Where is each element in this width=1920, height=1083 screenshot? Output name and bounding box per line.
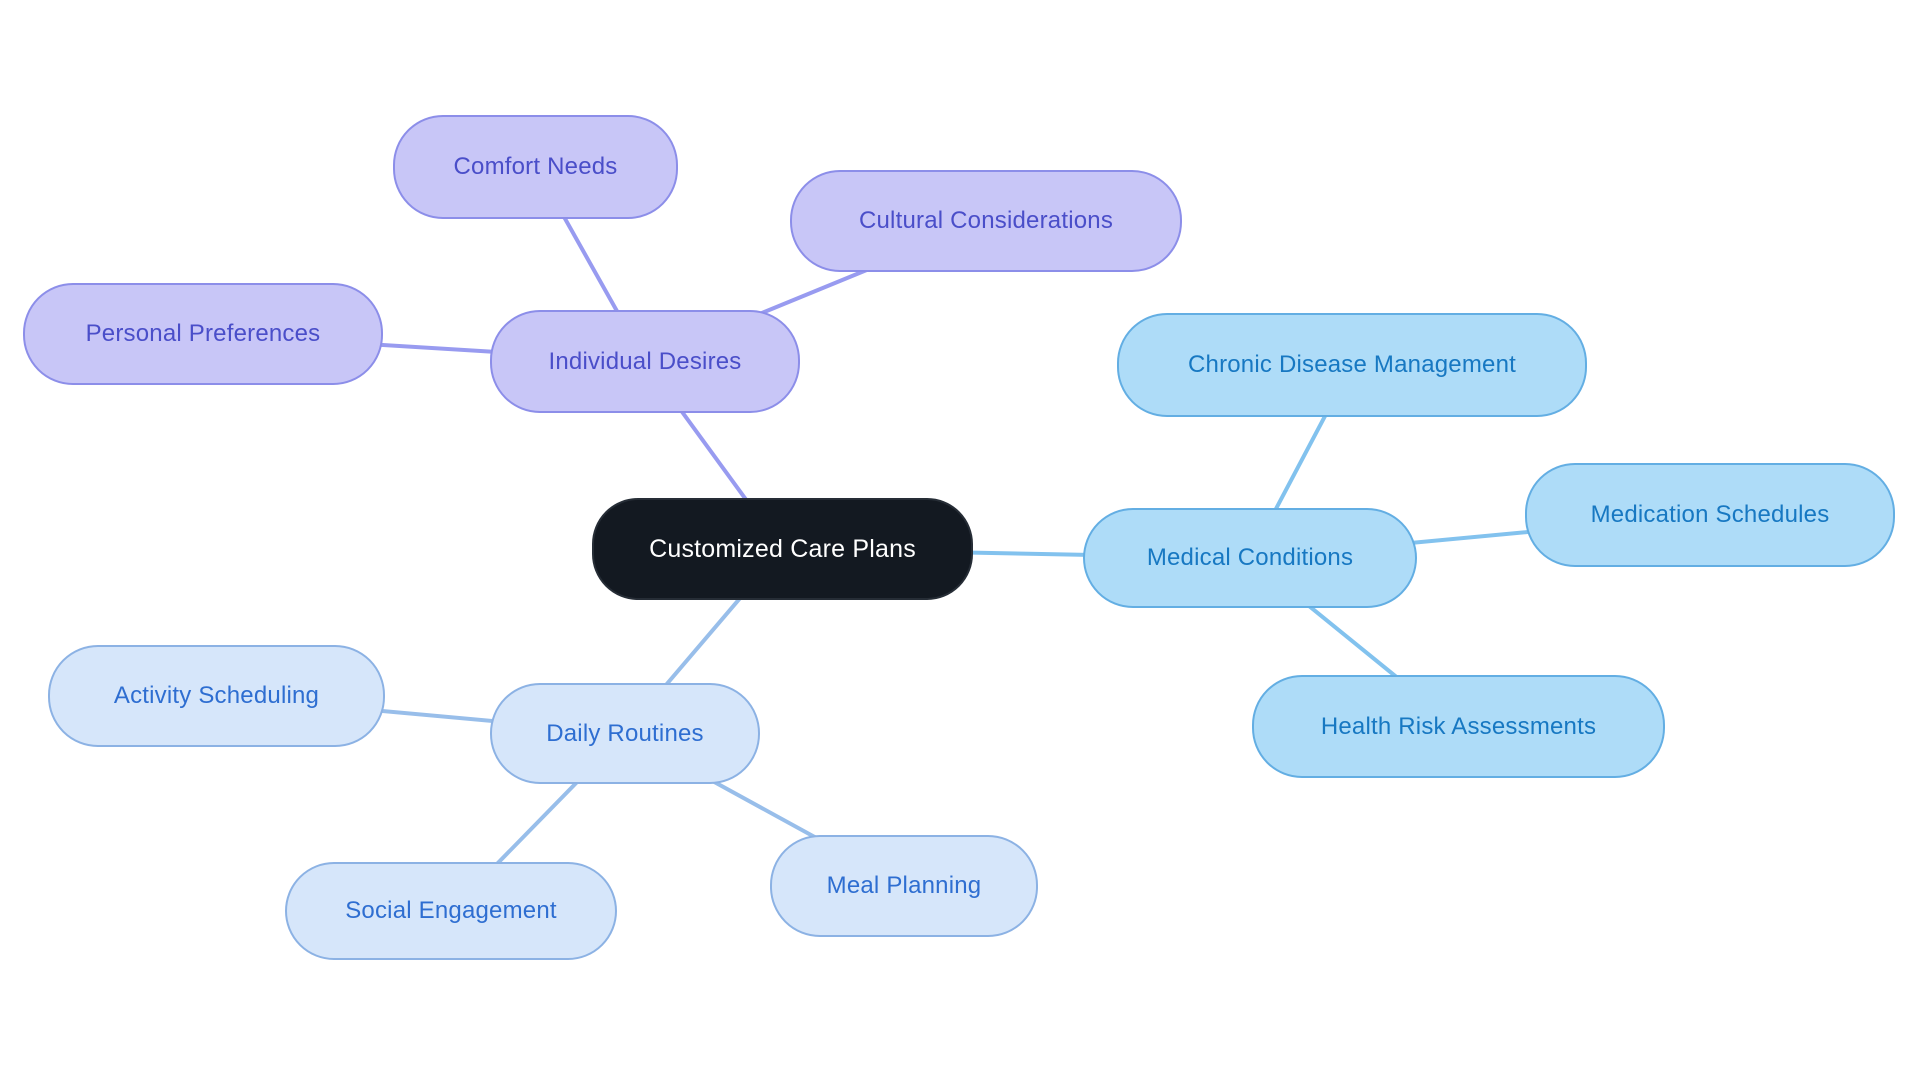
node-meal-planning[interactable]: Meal Planning	[770, 835, 1038, 937]
node-medical-conditions[interactable]: Medical Conditions	[1083, 508, 1417, 608]
node-individual-desires[interactable]: Individual Desires	[490, 310, 800, 413]
node-label: Activity Scheduling	[113, 682, 320, 709]
node-customized-care-plans[interactable]: Customized Care Plans	[592, 498, 973, 600]
node-comfort-needs[interactable]: Comfort Needs	[393, 115, 678, 219]
node-label: Health Risk Assessments	[1320, 712, 1597, 740]
node-label: Medication Schedules	[1590, 501, 1830, 528]
node-label: Daily Routines	[546, 719, 704, 747]
node-daily-routines[interactable]: Daily Routines	[490, 683, 760, 784]
node-label: Medical Conditions	[1146, 544, 1354, 571]
node-label: Chronic Disease Management	[1187, 351, 1517, 378]
node-label: Cultural Considerations	[858, 207, 1114, 234]
node-label: Individual Desires	[548, 347, 742, 375]
node-personal-preferences[interactable]: Personal Preferences	[23, 283, 383, 385]
node-label: Comfort Needs	[453, 153, 618, 180]
node-medication-schedules[interactable]: Medication Schedules	[1525, 463, 1895, 567]
node-label: Social Engagement	[345, 897, 557, 924]
node-label: Personal Preferences	[85, 320, 321, 347]
node-social-engagement[interactable]: Social Engagement	[285, 862, 617, 960]
node-activity-scheduling[interactable]: Activity Scheduling	[48, 645, 385, 747]
node-label: Customized Care Plans	[649, 534, 916, 563]
node-cultural-considerations[interactable]: Cultural Considerations	[790, 170, 1182, 272]
node-chronic-disease-management[interactable]: Chronic Disease Management	[1117, 313, 1587, 417]
node-health-risk-assessments[interactable]: Health Risk Assessments	[1252, 675, 1665, 778]
node-label: Meal Planning	[826, 872, 982, 899]
